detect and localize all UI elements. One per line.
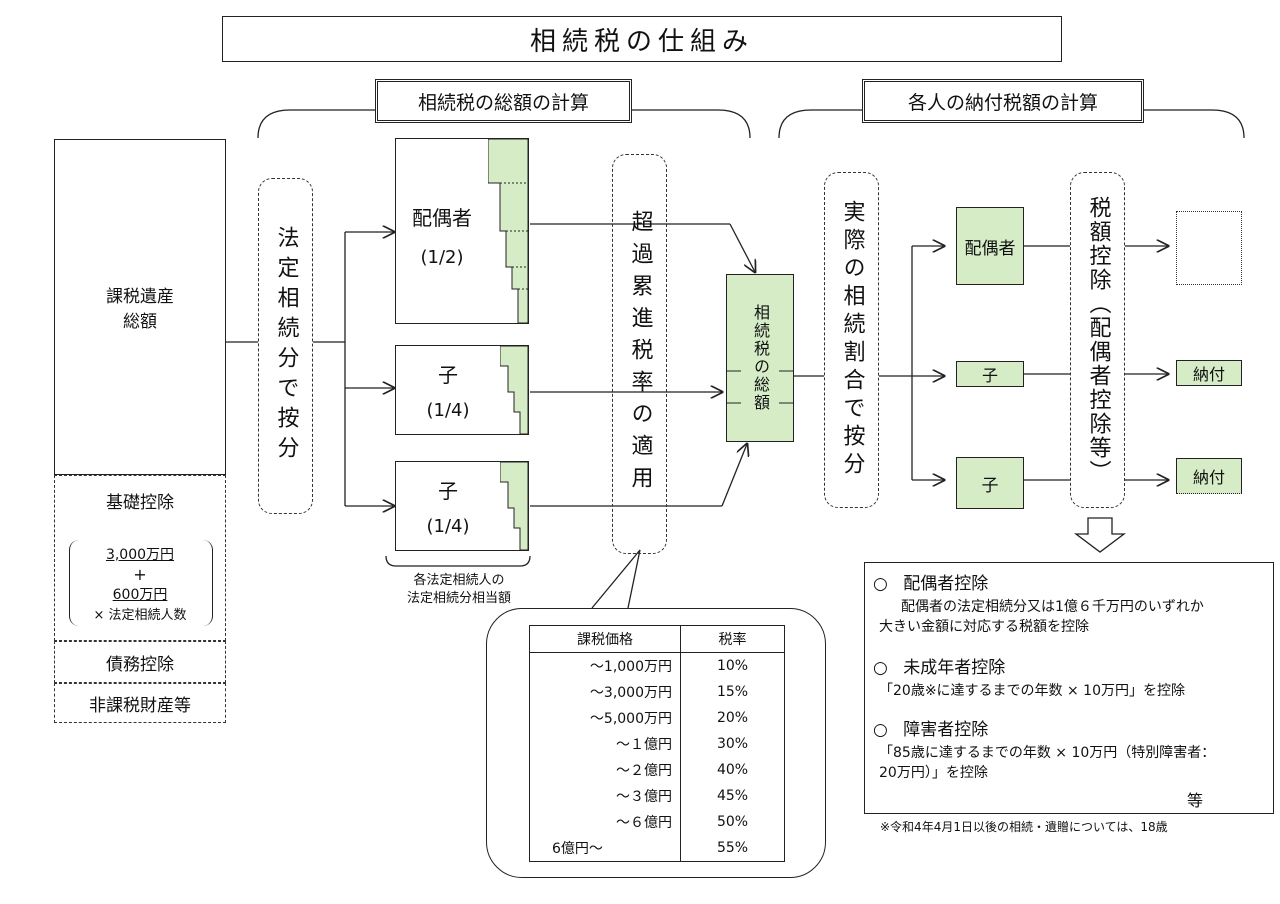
total-tax-label: 相続税の総額 <box>751 304 770 412</box>
actual-heir-spouse: 配偶者 <box>956 207 1024 285</box>
actual-share-step: 実際の相続割合で按分 <box>824 172 879 508</box>
rate-value-cell: 20% <box>716 710 749 726</box>
rate-table-row: ～5,000万円 20% <box>529 705 785 731</box>
rate-price-cell: ～２億円 <box>529 757 681 783</box>
circle-marker-icon: ○ <box>873 658 888 678</box>
deduction-title: 障害者控除 <box>903 720 989 740</box>
rate-price-cell: ～3,000万円 <box>529 679 681 705</box>
rate-table-row: ～3,000万円 15% <box>529 679 785 705</box>
tax-step-graphic <box>499 345 529 435</box>
rate-table-row: ～１億円 30% <box>529 731 785 757</box>
payment-child-1: 納付 <box>1176 360 1242 386</box>
footnote: ※令和4年4月1日以後の相続・遺贈については、18歳 <box>880 820 1168 834</box>
heir-name: 配偶者 <box>412 205 472 230</box>
rate-table-row: ～６億円 50% <box>529 809 785 835</box>
rate-price-cell: ～３億円 <box>529 783 681 809</box>
rate-price-cell: ～６億円 <box>529 809 681 835</box>
rate-price-cell: ～5,000万円 <box>529 705 681 731</box>
deduction-title: 配偶者控除 <box>903 574 989 594</box>
debt-deduction: 債務控除 <box>54 641 226 683</box>
deduction-title: 未成年者控除 <box>903 658 1006 678</box>
legal-share-caption: 各法定相続人の 法定相続分相当額 <box>406 573 511 606</box>
rate-price-cell: ～１億円 <box>529 731 681 757</box>
basic-deduction-box: 基礎控除 3,000万円 + 600万円 × 法定相続人数 <box>54 475 226 641</box>
deduction-body: 「85歳に達するまでの年数 × 10万円（特別障害者： 20万円）」を控除 <box>879 745 1216 781</box>
deduction-body: 「20歳※に達するまでの年数 × 10万円」を控除 <box>879 683 1185 699</box>
non-taxable-assets: 非課税財産等 <box>54 683 226 723</box>
deduction-spouse: ○ 配偶者控除 <box>873 569 1267 594</box>
rate-value-cell: 55% <box>716 840 749 856</box>
rate-price-cell: ～1,000万円 <box>529 652 681 679</box>
progressive-rate-step: 超過累進税率の適用 <box>612 154 667 554</box>
legal-heir-child-2: 子 (1/4) <box>395 461 529 551</box>
deduction-minor: ○ 未成年者控除 <box>873 653 1267 678</box>
actual-heir-child-2: 子 <box>956 457 1024 509</box>
rate-value-cell: 50% <box>716 814 749 830</box>
taxable-estate-total: 課税遺産 総額 <box>54 139 226 475</box>
rate-table-header-rate: 税率 <box>718 632 747 648</box>
page-title: 相続税の仕組み <box>222 16 1062 62</box>
legal-heir-spouse: 配偶者 (1/2) <box>395 138 529 324</box>
tax-step-graphic <box>487 138 529 324</box>
circle-marker-icon: ○ <box>873 720 888 740</box>
heir-share: (1/4) <box>426 515 470 537</box>
per-heir-amount: 600万円 <box>112 587 168 603</box>
basic-deduction-label: 基礎控除 <box>106 492 174 513</box>
legal-heir-child-1: 子 (1/4) <box>395 345 529 435</box>
rate-table-row: ～1,000万円 10% <box>529 652 785 679</box>
rate-value-cell: 30% <box>716 736 749 752</box>
section-header-total: 相続税の総額の計算 <box>375 79 632 123</box>
tax-credit-step: 税額控除（配偶者控除等） <box>1070 172 1125 508</box>
basic-deduction-bracket <box>69 540 213 626</box>
deductions-legend: ○ 配偶者控除 配偶者の法定相続分又は1億６千万円のいずれか 大きい金額に対応す… <box>864 562 1274 814</box>
actual-heir-child-1: 子 <box>956 361 1024 387</box>
basic-amount: 3,000万円 <box>105 547 175 563</box>
rate-price-cell: 6億円～ <box>529 835 681 862</box>
rate-table-row: ～３億円 45% <box>529 783 785 809</box>
deduction-body: 配偶者の法定相続分又は1億６千万円のいずれか 大きい金額に対応する税額を控除 <box>879 599 1204 635</box>
payment-spouse <box>1176 211 1242 285</box>
section-header-each: 各人の納付税額の計算 <box>862 79 1144 123</box>
rate-value-cell: 40% <box>716 762 749 778</box>
tax-step-graphic <box>499 461 529 551</box>
deduction-disability: ○ 障害者控除 <box>873 715 1267 740</box>
heir-name: 子 <box>438 362 458 387</box>
rate-value-cell: 15% <box>716 684 749 700</box>
rate-table-header-price: 課税価格 <box>529 625 681 653</box>
heir-name: 子 <box>438 478 458 503</box>
rate-value-cell: 10% <box>716 658 749 674</box>
circle-marker-icon: ○ <box>873 574 888 594</box>
rate-value-cell: 45% <box>716 788 749 804</box>
plus-sign: + <box>133 564 147 584</box>
rate-table-callout: 課税価格 税率 ～1,000万円 10% ～3,000万円 15% ～5,000万円 20… <box>486 608 826 878</box>
rate-table-row: ～２億円 40% <box>529 757 785 783</box>
legal-share-step: 法定相続分で按分 <box>258 178 313 514</box>
per-heir-suffix: × 法定相続人数 <box>93 607 187 623</box>
payment-child-2: 納付 <box>1176 458 1242 494</box>
rate-table: 課税価格 税率 ～1,000万円 10% ～3,000万円 15% ～5,000万円 20… <box>529 625 785 862</box>
rate-table-row: 6億円～ 55% <box>529 835 785 862</box>
heir-share: (1/2) <box>420 246 464 268</box>
total-tax-box: 相続税の総額 <box>726 274 794 442</box>
etc-label: 等 <box>1187 791 1204 810</box>
heir-share: (1/4) <box>426 399 470 421</box>
